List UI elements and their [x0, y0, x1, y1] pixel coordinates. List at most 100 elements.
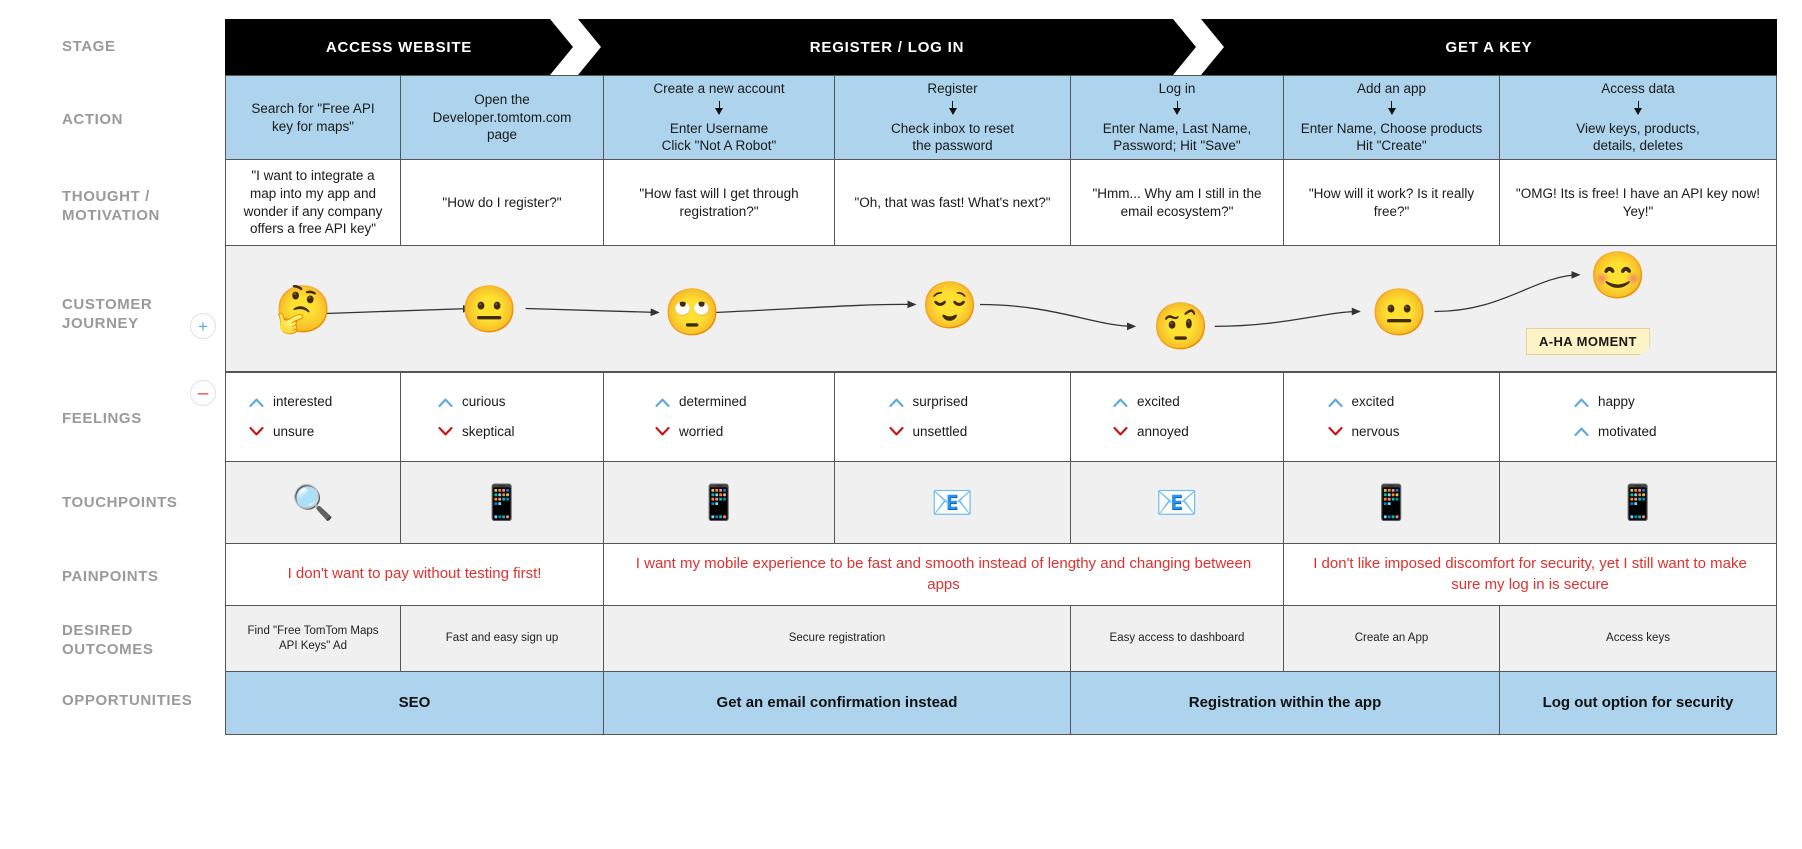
row-label-thought: THOUGHT / MOTIVATION — [62, 188, 222, 226]
feeling-positive: excited — [1327, 393, 1456, 411]
desired-outcome-cell: Secure registration — [604, 606, 1071, 672]
minus-icon: – — [197, 382, 209, 404]
thought-text: "How will it work? Is it really free?" — [1308, 185, 1475, 219]
action-step-secondary: Enter Name, Last Name, Password; Hit "Sa… — [1102, 120, 1252, 154]
journey-emoji-rolling-eyes-face: 🙄 — [663, 286, 722, 339]
action-step-primary: Add an app — [1356, 81, 1427, 96]
desired-outcome-text: Secure registration — [788, 632, 886, 645]
journey-emoji-relieved-face: 😌 — [921, 278, 979, 331]
row-label-painpoints-line1: PAINPOINTS — [62, 568, 159, 585]
thought-cell: "How do I register?" — [401, 160, 604, 246]
action-step-primary: Open the Developer.tomtom.com page — [432, 92, 572, 143]
feeling-label: excited — [1137, 394, 1180, 410]
chevron-up-icon — [438, 398, 453, 407]
thought-text: "OMG! Its is free! I have an API key now… — [1515, 185, 1761, 219]
row-label-journey-line2: JOURNEY — [62, 314, 139, 332]
feeling-negative: unsettled — [888, 423, 1017, 441]
painpoint-cell: I don't like imposed discomfort for secu… — [1284, 544, 1777, 606]
chevron-down-icon — [1113, 427, 1128, 436]
thought-cell: "How fast will I get through registratio… — [604, 160, 835, 246]
row-label-outcomes-line2: OUTCOMES — [62, 640, 154, 658]
action-step-secondary: Enter Name, Choose products Hit "Create" — [1300, 120, 1483, 154]
mobile-phone-icon: 📱 — [1370, 483, 1413, 522]
feeling-label: excited — [1351, 394, 1395, 410]
touchpoints-row: 🔍📱📱📧📧📱📱 — [225, 462, 1777, 544]
feeling-label: skeptical — [462, 424, 515, 439]
chevron-up-icon — [1327, 398, 1343, 407]
opportunity-cell: SEO — [225, 672, 604, 735]
row-label-action: ACTION — [62, 111, 222, 130]
chevron-down-icon — [655, 427, 670, 436]
desired-outcome-text: Easy access to dashboard — [1109, 632, 1245, 645]
action-step-secondary: Enter Username Click "Not A Robot" — [661, 120, 777, 154]
down-arrow-icon — [715, 100, 723, 116]
opportunity-text: Log out option for security — [1542, 694, 1734, 712]
chevron-up-icon — [1574, 427, 1589, 437]
opportunity-cell: Log out option for security — [1500, 672, 1777, 735]
chevron-down-icon — [438, 427, 453, 436]
customer-journey-row: A-HA MOMENT 🤔😐🙄😌🤨😐😊 — [225, 246, 1777, 372]
feeling-label: determined — [679, 394, 747, 410]
feeling-label: happy — [1598, 394, 1635, 410]
thought-text: "How fast will I get through registratio… — [639, 185, 799, 219]
journey-emoji-raised-eyebrow-face: 🤨 — [1152, 300, 1210, 352]
email-icon: 📧 — [931, 483, 974, 522]
row-label-thought-line1: THOUGHT / — [62, 188, 150, 205]
aha-moment-note: A-HA MOMENT — [1526, 328, 1650, 355]
opportunity-cell: Get an email confirmation instead — [604, 672, 1071, 735]
touchpoint-cell: 📧 — [1071, 462, 1284, 544]
row-label-opportunities-line1: OPPORTUNITIES — [62, 692, 193, 709]
feeling-negative: skeptical — [438, 423, 566, 441]
feeling-negative: worried — [655, 423, 783, 441]
stage-get-a-key[interactable]: GET A KEY — [1201, 19, 1777, 75]
feeling-positive: curious — [438, 393, 566, 411]
journey-scale-positive[interactable]: + — [190, 313, 216, 339]
painpoints-row: I don't want to pay without testing firs… — [225, 544, 1777, 606]
feeling-positive: surprised — [888, 393, 1017, 411]
email-icon: 📧 — [1155, 483, 1199, 522]
desired-outcome-text: Access keys — [1606, 632, 1670, 645]
desired-outcome-cell: Easy access to dashboard — [1071, 606, 1284, 672]
feeling-negative: nervous — [1327, 423, 1456, 441]
row-label-journey: CUSTOMER JOURNEY — [62, 296, 222, 334]
chevron-up-icon — [1113, 398, 1128, 407]
thought-cell: "I want to integrate a map into my app a… — [225, 160, 401, 246]
touchpoint-cell: 📱 — [401, 462, 604, 544]
journey-emoji-smiling-face: 😊 — [1589, 248, 1647, 301]
action-step-primary: Access data — [1601, 81, 1675, 96]
action-step-primary: Create a new account — [653, 81, 785, 96]
desired-outcome-cell: Access keys — [1500, 606, 1777, 672]
feelings-cell: determined worried — [604, 372, 835, 462]
thought-cell: "OMG! Its is free! I have an API key now… — [1500, 160, 1777, 246]
action-cell[interactable]: Open the Developer.tomtom.com page — [401, 75, 604, 160]
thought-text: "Oh, that was fast! What's next?" — [854, 194, 1051, 210]
action-cell[interactable]: Search for "Free API key for maps" — [225, 75, 401, 160]
down-arrow-icon — [948, 100, 957, 116]
row-label-feelings: FEELINGS — [62, 410, 222, 429]
journey-emoji-neutral-face: 😐 — [460, 282, 519, 335]
feeling-positive: happy — [1574, 393, 1702, 411]
row-label-stage: STAGE — [62, 38, 222, 57]
stage-access-website[interactable]: ACCESS WEBSITE — [225, 19, 573, 75]
journey-emoji-thinking-face: 🤔 — [274, 282, 333, 335]
feelings-cell: curious skeptical — [401, 372, 604, 462]
journey-curve — [325, 271, 1581, 331]
chevron-down-icon — [1327, 427, 1343, 436]
painpoint-cell: I don't want to pay without testing firs… — [225, 544, 604, 606]
stage-register-login[interactable]: REGISTER / LOG IN — [578, 19, 1196, 75]
feeling-label: worried — [679, 424, 724, 439]
thought-text: "I want to integrate a map into my app a… — [243, 168, 383, 237]
thought-cell: "Hmm... Why am I still in the email ecos… — [1071, 160, 1284, 246]
desired-outcome-text: Find "Free TomTom Maps API Keys" Ad — [247, 624, 379, 652]
feelings-cell: excited nervous — [1284, 372, 1500, 462]
plus-icon: + — [198, 316, 208, 336]
journey-scale-negative[interactable]: – — [190, 380, 216, 406]
